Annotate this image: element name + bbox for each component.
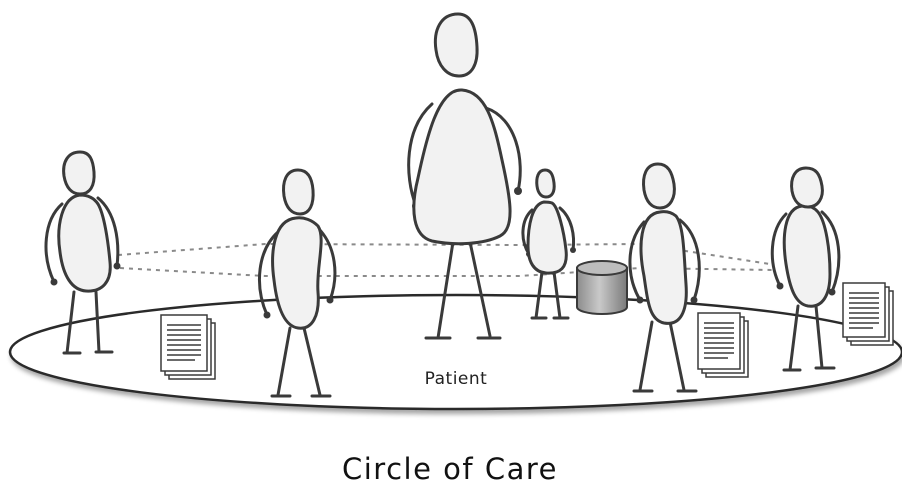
diagram-title: Circle of Care [342,452,558,486]
document-stack-icon [842,282,894,346]
care-person-small-center [521,168,576,320]
care-circle-platform [8,293,902,411]
care-person-far-right [770,166,841,372]
care-person-left [257,168,337,398]
document-stack-icon [160,314,216,380]
patient-label: Patient [424,369,488,389]
database-icon [576,260,628,315]
care-person-far-left [44,150,121,355]
patient-figure [407,12,522,340]
document-stack-icon [697,312,749,378]
care-person-right [628,162,701,393]
